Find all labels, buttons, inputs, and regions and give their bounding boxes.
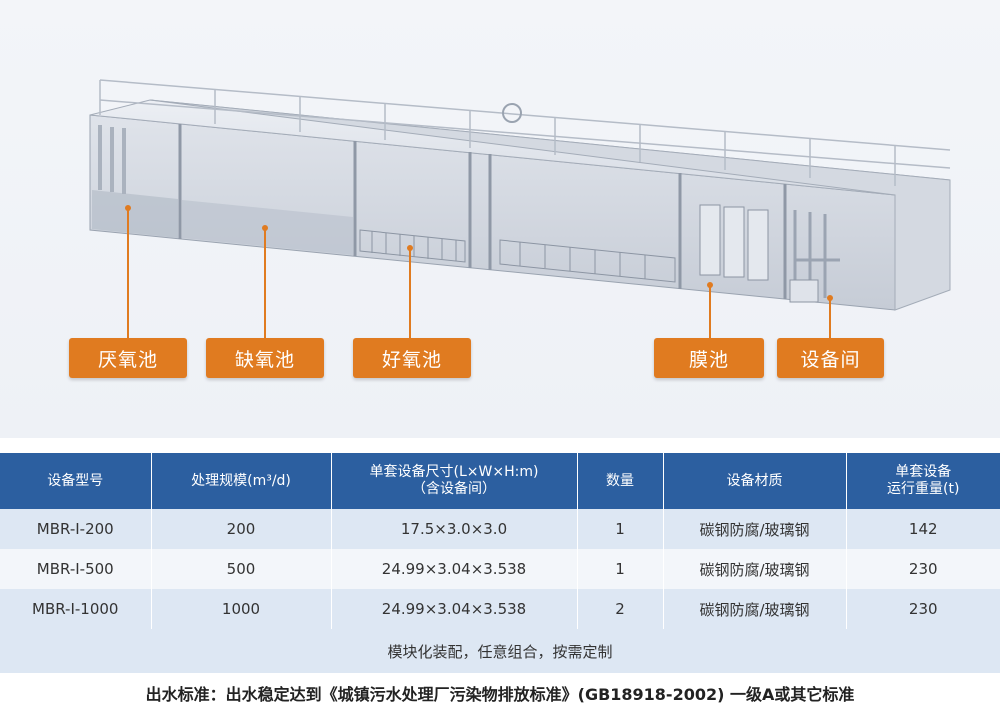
effluent-standard-note: 出水标准：出水稳定达到《城镇污水处理厂污染物排放标准》(GB18918-2002… — [145, 685, 855, 704]
label-anoxic-tank: 缺氧池 — [206, 338, 324, 378]
label-anaerobic-tank: 厌氧池 — [69, 338, 187, 378]
header-quantity: 数量 — [577, 453, 664, 509]
header-capacity: 处理规模(m³/d) — [151, 453, 332, 509]
header-dimensions: 单套设备尺寸(L×W×H:m)（含设备间） — [331, 453, 578, 509]
label-aerobic-tank: 好氧池 — [353, 338, 471, 378]
table-note: 模块化装配，任意组合，按需定制 — [0, 629, 1000, 673]
label-membrane-tank: 膜池 — [654, 338, 764, 378]
table-row: MBR-I-1000 1000 24.99×3.04×3.538 2 碳钢防腐/… — [0, 589, 1000, 629]
equipment-illustration: 厌氧池 缺氧池 好氧池 膜池 设备间 — [0, 0, 1000, 438]
table-note-row: 模块化装配，任意组合，按需定制 — [0, 629, 1000, 673]
spec-table: 设备型号 处理规模(m³/d) 单套设备尺寸(L×W×H:m)（含设备间） 数量… — [0, 453, 1000, 673]
header-weight: 单套设备运行重量(t) — [846, 453, 1000, 509]
label-equipment-room: 设备间 — [777, 338, 884, 378]
table-header-row: 设备型号 处理规模(m³/d) 单套设备尺寸(L×W×H:m)（含设备间） 数量… — [0, 453, 1000, 509]
header-model: 设备型号 — [0, 453, 152, 509]
mbr-container-drawing — [89, 79, 951, 340]
table-row: MBR-I-500 500 24.99×3.04×3.538 1 碳钢防腐/玻璃… — [0, 549, 1000, 589]
header-material: 设备材质 — [663, 453, 847, 509]
table-row: MBR-I-200 200 17.5×3.0×3.0 1 碳钢防腐/玻璃钢 14… — [0, 509, 1000, 549]
